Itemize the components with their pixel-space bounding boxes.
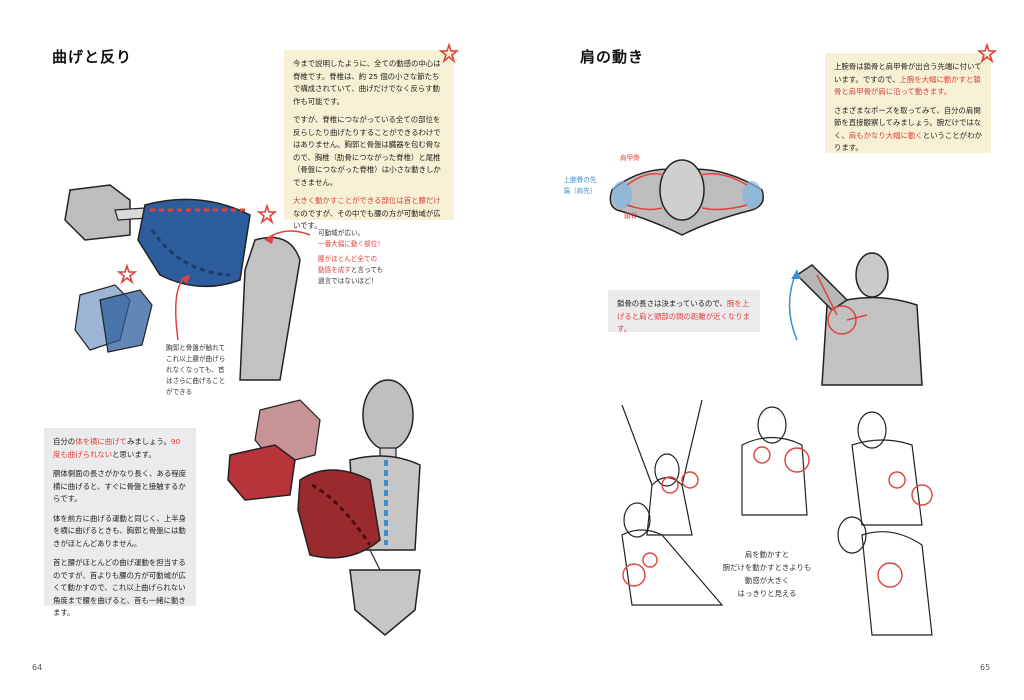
highlight-text: 体を横に曲げて bbox=[75, 437, 127, 446]
note-text: 上腕骨は鎖骨と肩甲骨が出合う先端に付いています。ですので、 bbox=[834, 62, 982, 84]
note-text: みましょう。 bbox=[126, 437, 171, 446]
label-clavicle: 鎖骨 bbox=[624, 212, 638, 220]
side-bend-note: 自分の体を横に曲げてみましょう。90 度も曲げられないと思います。 胴体側面の長… bbox=[44, 428, 196, 617]
note-paragraph: 首と腰がほとんどの曲げ運動を担当するのですが、首よりも腰の方が可動域が広くて動か… bbox=[53, 558, 186, 617]
annotation-line: 腰がほとんど全ての bbox=[318, 255, 378, 263]
star-icon bbox=[116, 263, 138, 285]
annotation-neck: 胸郭と骨盤が触れて これ以上腰が曲げら れなくなっても、首 はさらに曲げること … bbox=[166, 343, 246, 398]
annotation-line: はさらに曲げること bbox=[166, 377, 226, 385]
annotation-line: ができる bbox=[166, 388, 193, 396]
right-page: 肩の動き 上腕骨は鎖骨と肩甲骨が出合う先端に付いています。ですので、上腕を大幅に… bbox=[512, 0, 1024, 700]
note-paragraph: 胴体側面の長さがかなり長く、ある程度横に曲げると、すぐに骨盤と接触するからです。 bbox=[53, 469, 187, 503]
shoulder-note: 上腕骨は鎖骨と肩甲骨が出合う先端に付いています。ですので、上腕を大幅に動かすと鎖… bbox=[825, 53, 991, 153]
note-paragraph: 今まで説明したように、全ての動感の中心は脊椎です。脊椎は、約 25 個の小さな節… bbox=[293, 59, 441, 106]
star-icon bbox=[256, 203, 278, 225]
annotation-line: 胸郭と骨盤が触れて bbox=[166, 344, 226, 352]
left-page: 曲げと反り 今まで説明したように、全ての動感の中心は脊椎です。脊椎は、約 25 … bbox=[32, 42, 460, 672]
annotation-text: と言っても bbox=[350, 266, 384, 274]
note-paragraph: 体を前方に曲げる運動と同じく、上半身を横に曲げるときも、胸郭と骨盤には動きがほと… bbox=[53, 513, 187, 548]
annotation-line: これ以上腰が曲げら bbox=[166, 355, 226, 363]
annotation-line: 一番大幅に動く部位！ bbox=[318, 240, 384, 248]
annotation-highlight: 動感を成す bbox=[318, 266, 351, 274]
caption-line: 動感が大きく bbox=[744, 576, 790, 585]
star-icon bbox=[438, 42, 460, 64]
shoulder-top-view-diagram bbox=[609, 159, 764, 236]
bending-mannequin-illustration bbox=[64, 184, 311, 381]
highlight-text: 腕を上げると肩と頭部の間の距離が近くなります。 bbox=[617, 299, 751, 333]
note-paragraph: 鎖骨の長さは決まっているので、腕を上げると肩と頭部の間の距離が近くなります。 bbox=[617, 298, 751, 336]
note-paragraph: さまざまなポーズを取ってみて、自分の肩関節を直接観察してみましょう。腕だけではな… bbox=[834, 105, 982, 155]
note-paragraph: ですが、脊椎につながっている全ての部位を反らしたり曲げたりすることができるわけで… bbox=[293, 115, 441, 187]
page-title: 曲げと反り bbox=[52, 48, 133, 66]
note-paragraph: 大きく動かすことができる部位は首と腰だけなのですが、その中でも腰の方が可動域が広… bbox=[293, 195, 445, 233]
label-scapula: 肩甲骨 bbox=[620, 154, 640, 162]
star-icon bbox=[976, 42, 998, 64]
caption-line: はっきりと見える bbox=[737, 589, 797, 598]
label-humerus-tip: 上腕骨の先端（肩先） bbox=[563, 176, 597, 195]
note-text: さまざまなポーズを取ってみて、自分の肩関節を直接観察してみましょう。腕だけではな… bbox=[834, 105, 982, 140]
clavicle-note: 鎖骨の長さは決まっているので、腕を上げると肩と頭部の間の距離が近くなります。 bbox=[608, 290, 760, 333]
annotation-range: 可動域が広い。 一番大幅に動く部位！ 腰がほとんど全ての 動感を成すと言っても … bbox=[318, 228, 428, 287]
explanation-note: 今まで説明したように、全ての動感の中心は脊椎です。脊椎は、約 25 個の小さな節… bbox=[284, 50, 454, 230]
shoulder-sketches bbox=[621, 399, 933, 636]
page-number: 64 bbox=[32, 663, 43, 672]
annotation-line: 過言ではないほど！ bbox=[318, 277, 378, 285]
page-number: 65 bbox=[980, 663, 991, 672]
note-text: ということがわかります。 bbox=[834, 130, 982, 153]
sketch-caption: 肩を動かすと 腕だけを動かすときよりも 動感が大きく はっきりと見える bbox=[712, 548, 822, 600]
highlight-text: 上腕を大幅に動かすと鎖骨と肩甲骨が肩に沿って動きます。 bbox=[834, 74, 981, 97]
annotation-line: 可動域が広い。 bbox=[318, 229, 365, 237]
arm-raise-figure bbox=[788, 252, 923, 386]
note-text: なのですが、その中でも腰の方が可動域が広いです。 bbox=[293, 208, 441, 231]
highlight-text: 90 度も曲げられない bbox=[53, 437, 181, 459]
note-paragraph: 上腕骨は鎖骨と肩甲骨が出合う先端に付いています。ですので、上腕を大幅に動かすと鎖… bbox=[834, 61, 982, 99]
annotation-line: れなくなっても、首 bbox=[166, 366, 225, 374]
annotation-line: 動感を成すと言っても bbox=[318, 265, 428, 276]
highlight-text: 肩もかなり大幅に動く bbox=[848, 130, 923, 140]
side-bend-mannequin-illustration bbox=[227, 379, 421, 636]
caption-line: 腕だけを動かすときよりも bbox=[722, 563, 812, 572]
note-text: 鎖骨の長さは決まっているので、 bbox=[617, 299, 727, 308]
note-text: と思います。 bbox=[112, 449, 156, 459]
caption-line: 肩を動かすと bbox=[744, 550, 790, 559]
highlight-text: 大きく動かすことができる部位は首と腰だけ bbox=[293, 196, 441, 205]
page-title: 肩の動き bbox=[580, 48, 645, 66]
note-text: 自分の bbox=[53, 437, 76, 446]
note-paragraph: 自分の体を横に曲げてみましょう。90 度も曲げられないと思います。 bbox=[53, 436, 187, 461]
